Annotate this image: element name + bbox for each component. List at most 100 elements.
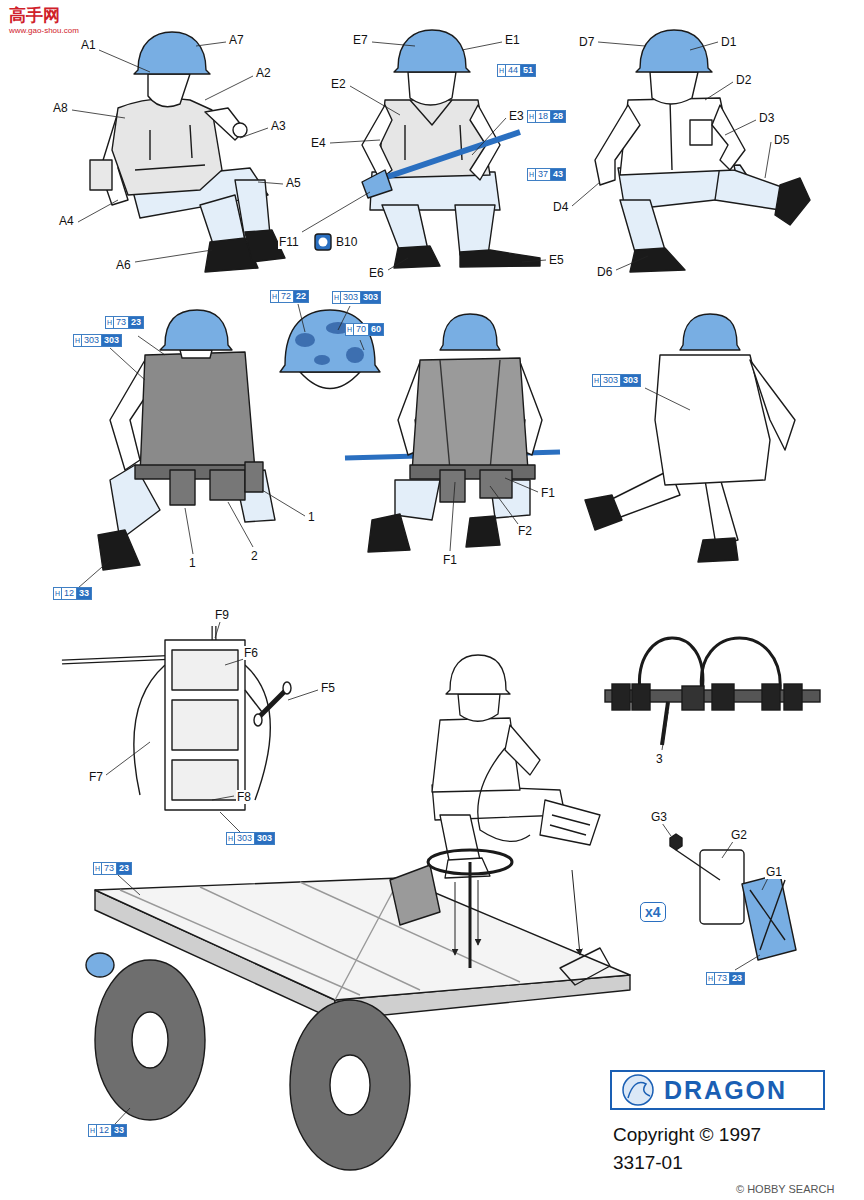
part-number: D1 (720, 35, 737, 49)
part-number: 2 (250, 549, 259, 563)
paint-code-number: 33 (112, 1124, 127, 1137)
leader-lines-part (110, 348, 145, 380)
figure-line-seated-part (446, 655, 510, 694)
part-number: F8 (236, 790, 252, 804)
figure-back-right-part (750, 360, 795, 450)
cart-part (428, 850, 512, 874)
part-number: 1 (188, 556, 197, 570)
figure-line-seated-part (540, 800, 600, 845)
jerrycans-part (700, 850, 744, 924)
leader-lines-part (135, 250, 212, 262)
paint-code-number: 303 (621, 374, 641, 387)
paint-code-prefix: H (332, 291, 341, 304)
paint-code-number: 303 (255, 832, 275, 845)
part-number: F11 (278, 235, 300, 249)
figure-d-part (636, 30, 712, 72)
part-number: E4 (310, 136, 327, 150)
leader-lines-part (725, 120, 756, 135)
figure-line-seated-part (432, 718, 520, 792)
paint-code-number: 23 (117, 862, 132, 875)
radio-set-part (258, 690, 286, 718)
watermark: 高手网 (8, 6, 61, 25)
paint-code-prefix: H (73, 334, 82, 347)
leader-lines-part (372, 42, 415, 46)
figure-back-middle-part (412, 358, 528, 472)
figure-back-middle-part (410, 465, 535, 479)
part-number: A5 (285, 176, 302, 190)
figure-back-right-part (705, 478, 738, 545)
figure-d-part (712, 105, 745, 170)
paint-code-number: 12 (97, 1124, 112, 1137)
paint-code-number: 73 (114, 316, 129, 329)
leader-lines-part (360, 340, 364, 350)
leader-lines-part (258, 182, 283, 184)
paint-code-number: 303 (235, 832, 255, 845)
cart-part (95, 878, 630, 1000)
paint-code-number: 43 (551, 168, 566, 181)
figure-a-part (90, 160, 112, 190)
figure-line-seated (432, 655, 600, 878)
cart-part (120, 878, 520, 1000)
leader-lines-part (616, 256, 648, 270)
camouflage-helmet-part (280, 310, 380, 372)
paint-code-box: H1233 (88, 1124, 127, 1137)
cart-part (469, 862, 472, 968)
leader-lines-part (298, 304, 305, 332)
leader-lines-part (522, 260, 546, 262)
figure-d-part (775, 178, 810, 225)
paint-code-prefix: H (497, 64, 506, 77)
paint-code-number: 70 (354, 323, 369, 336)
leader-lines-part (220, 812, 240, 832)
figure-line-seated-part (550, 815, 590, 835)
figure-back-left (98, 310, 275, 570)
camouflage-helmet (280, 310, 380, 389)
paint-code-number: 73 (102, 862, 117, 875)
figure-back-middle-part (466, 516, 500, 547)
paint-code-number: 303 (102, 334, 122, 347)
paint-code-number: 12 (62, 587, 77, 600)
paint-code-box: H4451 (497, 64, 536, 77)
part-number: G3 (650, 810, 668, 824)
cart-part (290, 1000, 410, 1170)
leader-lines-part (138, 336, 165, 355)
paint-code-number: 28 (551, 110, 566, 123)
assembly-arrows-part (478, 880, 479, 945)
figure-d-part (620, 200, 665, 252)
quantity-box: x4 (640, 902, 666, 922)
figure-back-middle-part (395, 480, 440, 520)
belt-set-part (784, 684, 802, 710)
leader-lines-part (99, 50, 150, 72)
figure-back-middle-part (440, 360, 500, 470)
part-number: E1 (504, 33, 521, 47)
figure-d (595, 30, 810, 272)
paint-code-prefix: H (226, 832, 235, 845)
figure-e (315, 30, 540, 268)
figure-back-left-part (170, 470, 195, 505)
watermark: © HOBBY SEARCH (735, 1183, 835, 1196)
belt-set-part (712, 684, 734, 710)
assembly-arrows (455, 870, 580, 955)
part-number: 3 (655, 752, 664, 766)
leader-lines-part (115, 1108, 130, 1124)
figure-e-part (394, 246, 440, 268)
part-number: D5 (773, 133, 790, 147)
paint-code-box: H1828 (527, 110, 566, 123)
figure-e-part (362, 105, 392, 180)
radio-set-part (172, 700, 238, 750)
paint-code-number: 303 (601, 374, 621, 387)
leader-lines-part (106, 742, 150, 775)
figure-e-part (405, 100, 462, 160)
leader-lines-part (330, 140, 380, 143)
figure-a-part (233, 123, 247, 137)
radio-set-part (283, 682, 291, 694)
figure-e-part (382, 205, 428, 252)
radio-set-part (165, 640, 245, 810)
figure-e-part (460, 250, 540, 267)
leader-lines-part (645, 388, 690, 410)
cart-part (86, 953, 114, 977)
figure-d-part (595, 105, 640, 185)
leader-lines-part (735, 955, 760, 970)
part-number: E7 (352, 33, 369, 47)
paint-code-number: 60 (369, 323, 384, 336)
part-number: A4 (58, 214, 75, 228)
